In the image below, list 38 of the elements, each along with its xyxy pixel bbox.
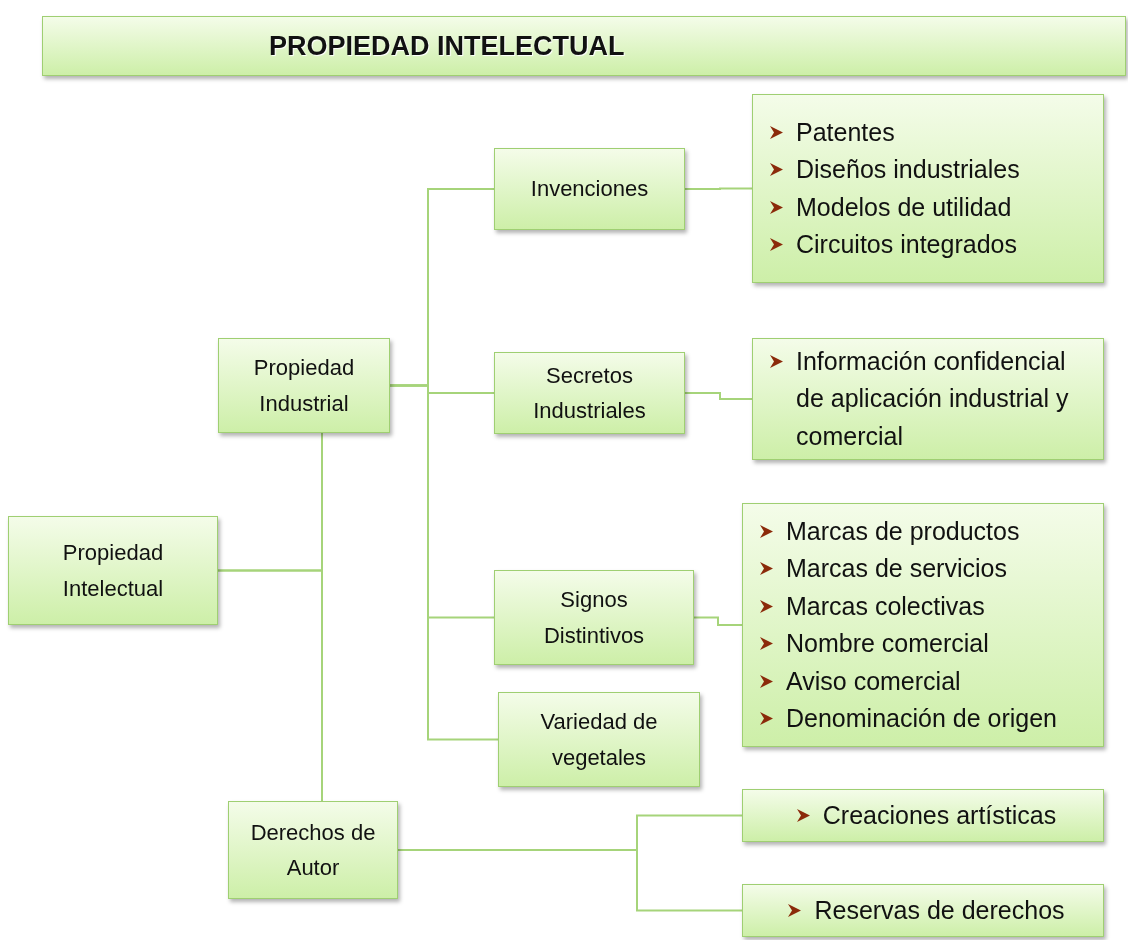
list-item-text: Patentes <box>796 116 895 148</box>
list-item-text: Modelos de utilidad <box>796 191 1012 223</box>
connector-line <box>217 569 323 802</box>
list-box <box>742 789 1104 842</box>
concept-box <box>494 148 685 230</box>
box-label: Variedad de vegetales <box>539 708 659 772</box>
concept-box <box>498 692 700 787</box>
box-label: Derechos de Autor <box>249 818 377 882</box>
list-box <box>752 338 1104 460</box>
box-label: Signos Distintivos <box>542 586 646 650</box>
list-item-text: Nombre comercial <box>786 628 989 659</box>
list-item-text: Aviso comercial <box>786 665 961 697</box>
box-label: Propiedad Industrial <box>252 354 356 418</box>
list-item-text: Circuitos integrados <box>796 229 1017 260</box>
concept-box <box>494 570 694 665</box>
list-box <box>752 94 1104 283</box>
list-item-text: Diseños industriales <box>796 154 1020 185</box>
concept-box <box>494 352 685 434</box>
list-item-text: Reservas de derechos <box>814 894 1065 926</box>
list-item-text: Marcas colectivas <box>786 590 985 622</box>
connector-line <box>389 384 499 741</box>
box-label: Invenciones <box>530 175 649 204</box>
concept-box <box>8 516 218 625</box>
box-label: Propiedad Intelectual <box>61 539 165 603</box>
list-item-text: Información confidencial de aplicación industrial y comercial <box>796 345 1070 452</box>
list-item-text: Denominación de origen <box>786 703 1057 734</box>
connector-line <box>684 187 753 190</box>
list-box <box>742 503 1104 747</box>
connector-line <box>684 392 753 400</box>
list-item-text: Creaciones artísticas <box>822 799 1057 831</box>
box-label: Secretos Industriales <box>532 361 647 425</box>
connector-line <box>693 616 743 626</box>
title: PROPIEDAD INTELECTUAL <box>269 30 625 62</box>
concept-box <box>228 801 398 899</box>
concept-box <box>218 338 390 433</box>
list-item-text: Marcas de servicios <box>786 553 1007 584</box>
list-box <box>742 884 1104 937</box>
list-item-text: Marcas de productos <box>786 515 1020 547</box>
